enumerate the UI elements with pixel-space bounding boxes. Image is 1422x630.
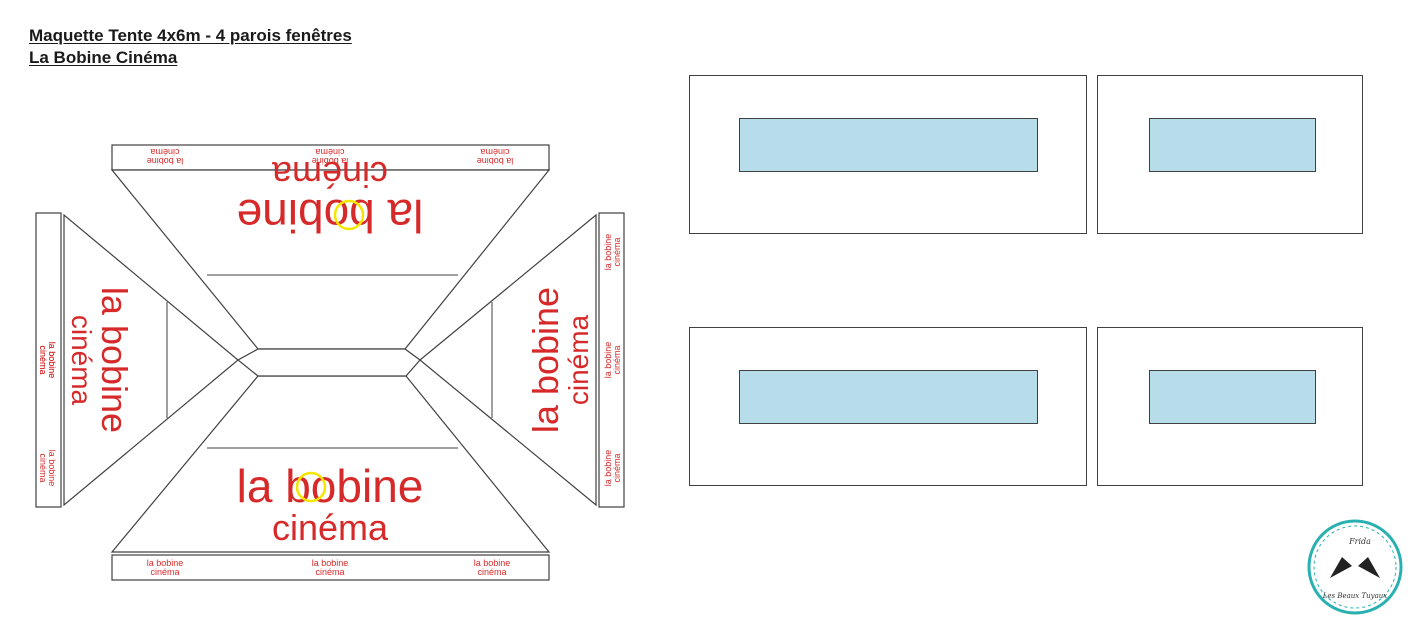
svg-text:cinéma: cinéma	[38, 345, 48, 374]
window-2	[1149, 118, 1316, 172]
svg-text:la bobine: la bobine	[603, 234, 613, 271]
valance-bottom	[111, 554, 550, 581]
valance-right	[598, 212, 625, 508]
page-title: Maquette Tente 4x6m - 4 parois fenêtres	[29, 26, 352, 45]
logo-bottom: la bobine cinéma	[237, 460, 424, 548]
svg-text:Frida: Frida	[1348, 537, 1371, 546]
svg-text:cinéma: cinéma	[315, 567, 344, 577]
svg-text:cinéma: cinéma	[38, 453, 48, 482]
bell-icon-left	[1330, 557, 1352, 578]
sun-icon	[295, 471, 327, 503]
svg-text:cinéma: cinéma	[315, 147, 344, 157]
svg-text:cinéma: cinéma	[612, 345, 622, 374]
svg-text:cinéma: cinéma	[150, 567, 179, 577]
logo-right: la bobine cinéma	[525, 287, 594, 433]
svg-text:la bobine: la bobine	[474, 558, 511, 568]
svg-text:cinéma: cinéma	[272, 507, 389, 548]
wall-panel-4	[1097, 327, 1363, 486]
window-3	[739, 370, 1038, 424]
title-block: Maquette Tente 4x6m - 4 parois fenêtres …	[29, 25, 352, 69]
svg-text:la bobine: la bobine	[312, 156, 349, 166]
roof-center	[236, 348, 421, 377]
logo-top: la bobine cinéma	[237, 154, 424, 242]
roof-panel-left	[63, 213, 239, 507]
svg-text:cinéma: cinéma	[271, 154, 388, 195]
svg-text:la bobine: la bobine	[603, 342, 613, 379]
svg-text:la bobine: la bobine	[147, 156, 184, 166]
wall-panel-1	[689, 75, 1087, 234]
svg-text:la bobine: la bobine	[477, 156, 514, 166]
svg-text:la bobine: la bobine	[237, 460, 424, 512]
svg-text:cinéma: cinéma	[477, 567, 506, 577]
svg-text:la bobine: la bobine	[47, 342, 57, 379]
svg-text:la bobine: la bobine	[47, 342, 57, 379]
valance-logos-top: la bobine cinéma la bobine cinéma la bob…	[147, 147, 514, 166]
valance-top	[111, 144, 550, 171]
window-4	[1149, 370, 1316, 424]
svg-text:la bobine: la bobine	[94, 287, 135, 433]
svg-text:cinéma: cinéma	[612, 237, 622, 266]
stamp-logo: Frida Les Beaux Tuyaux	[1307, 519, 1403, 615]
svg-text:la bobine: la bobine	[603, 450, 613, 487]
valance-left	[35, 212, 62, 508]
svg-text:Les Beaux Tuyaux: Les Beaux Tuyaux	[1322, 592, 1388, 600]
wall-panel-3	[689, 327, 1087, 486]
svg-text:cinéma: cinéma	[150, 147, 179, 157]
svg-text:la bobine: la bobine	[312, 558, 349, 568]
roof-panel-right	[419, 213, 597, 507]
svg-text:cinéma: cinéma	[563, 314, 594, 405]
wall-panel-2	[1097, 75, 1363, 234]
valance-logos-bottom: la bobine cinéma la bobine cinéma la bob…	[147, 558, 511, 577]
svg-text:la bobine: la bobine	[237, 190, 424, 242]
svg-text:cinéma: cinéma	[480, 147, 509, 157]
valance-logos-left: la bobine cinéma la bobine cinéma la bob…	[38, 342, 57, 487]
page-subtitle: La Bobine Cinéma	[29, 48, 178, 67]
svg-text:la bobine: la bobine	[525, 287, 566, 433]
svg-text:cinéma: cinéma	[66, 315, 97, 406]
svg-text:cinéma: cinéma	[38, 345, 48, 374]
svg-text:la bobine: la bobine	[147, 558, 184, 568]
logo-left: la bobine cinéma	[66, 287, 135, 433]
bell-icon-right	[1358, 557, 1380, 578]
sun-icon	[333, 199, 365, 231]
window-1	[739, 118, 1038, 172]
svg-text:cinéma: cinéma	[612, 453, 622, 482]
valance-logos-right: la bobine cinéma la bobine cinéma la bob…	[603, 234, 622, 487]
svg-text:la bobine: la bobine	[47, 450, 57, 487]
